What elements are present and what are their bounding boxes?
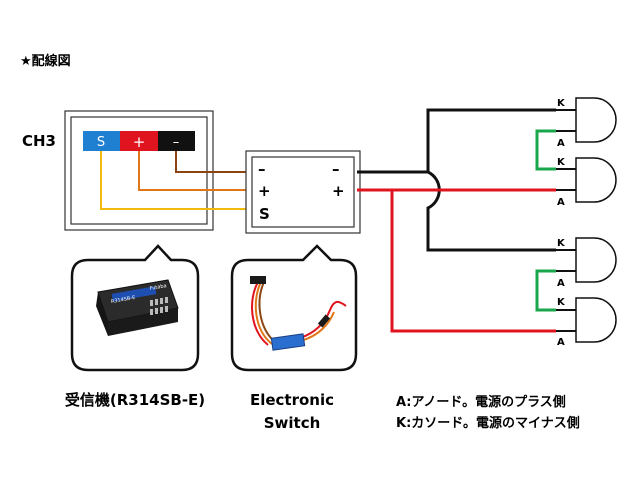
led-4-a-label: A	[557, 337, 565, 348]
orange-wire	[138, 151, 249, 191]
yellow-wire	[100, 151, 249, 210]
receiver-callout: R314SB-E Futaba	[70, 244, 200, 372]
plus-pin-label: +	[133, 133, 146, 151]
switch-left-minus: –	[258, 160, 266, 178]
switch-left-signal: S	[259, 205, 270, 223]
minus-pin	[158, 131, 195, 151]
switch-right-minus: –	[332, 160, 340, 178]
led-3-k-label: K	[557, 238, 566, 249]
servo-wires	[100, 151, 249, 210]
series-jumpers	[535, 129, 556, 312]
signal-pin	[83, 131, 120, 151]
legend-anode: A:アノード。電源のプラス側	[396, 394, 566, 410]
led-1-k-label: K	[557, 98, 566, 109]
led-3: K A	[556, 237, 617, 289]
channel-label: CH3	[22, 132, 56, 150]
led-4-k-label: K	[557, 297, 566, 308]
brown-wire	[175, 151, 249, 173]
plus-wire-bottom	[390, 190, 556, 333]
led-array: K A K A K A K A	[556, 97, 617, 348]
plus-wire	[357, 188, 556, 333]
jumper-top	[535, 129, 556, 171]
diagram-title: ★配線図	[20, 53, 71, 69]
minus-wire-bottom	[426, 170, 556, 252]
switch-right-plus: +	[332, 182, 345, 200]
receiver-image: R314SB-E Futaba	[96, 279, 179, 336]
switch-caption-line2: Switch	[264, 414, 321, 432]
electronic-switch-box: – + S – +	[245, 150, 361, 234]
receiver-caption: 受信機(R314SB-E)	[65, 391, 205, 409]
minus-wire	[357, 108, 556, 252]
legend-cathode: K:カソード。電源のマイナス側	[396, 415, 580, 431]
switch-callout	[230, 244, 358, 372]
jumper-bottom	[535, 269, 556, 312]
minus-pin-label: –	[173, 135, 180, 150]
led-3-a-label: A	[557, 278, 565, 289]
signal-pin-label: S	[97, 135, 105, 150]
servo-connector: S + –	[83, 131, 195, 151]
led-4: K A	[556, 297, 617, 348]
switch-left-plus: +	[258, 182, 271, 200]
led-2-k-label: K	[557, 157, 566, 168]
plus-pin	[120, 131, 158, 151]
led-2: K A	[556, 157, 617, 208]
receiver-brand-text: Futaba	[149, 283, 167, 292]
led-2-a-label: A	[557, 197, 565, 208]
led-1: K A	[556, 97, 617, 149]
receiver-model-text: R314SB-E	[111, 295, 136, 305]
switch-image	[250, 276, 347, 351]
led-1-a-label: A	[557, 138, 565, 149]
switch-caption-line1: Electronic	[250, 391, 334, 409]
minus-wire-top	[357, 108, 556, 174]
